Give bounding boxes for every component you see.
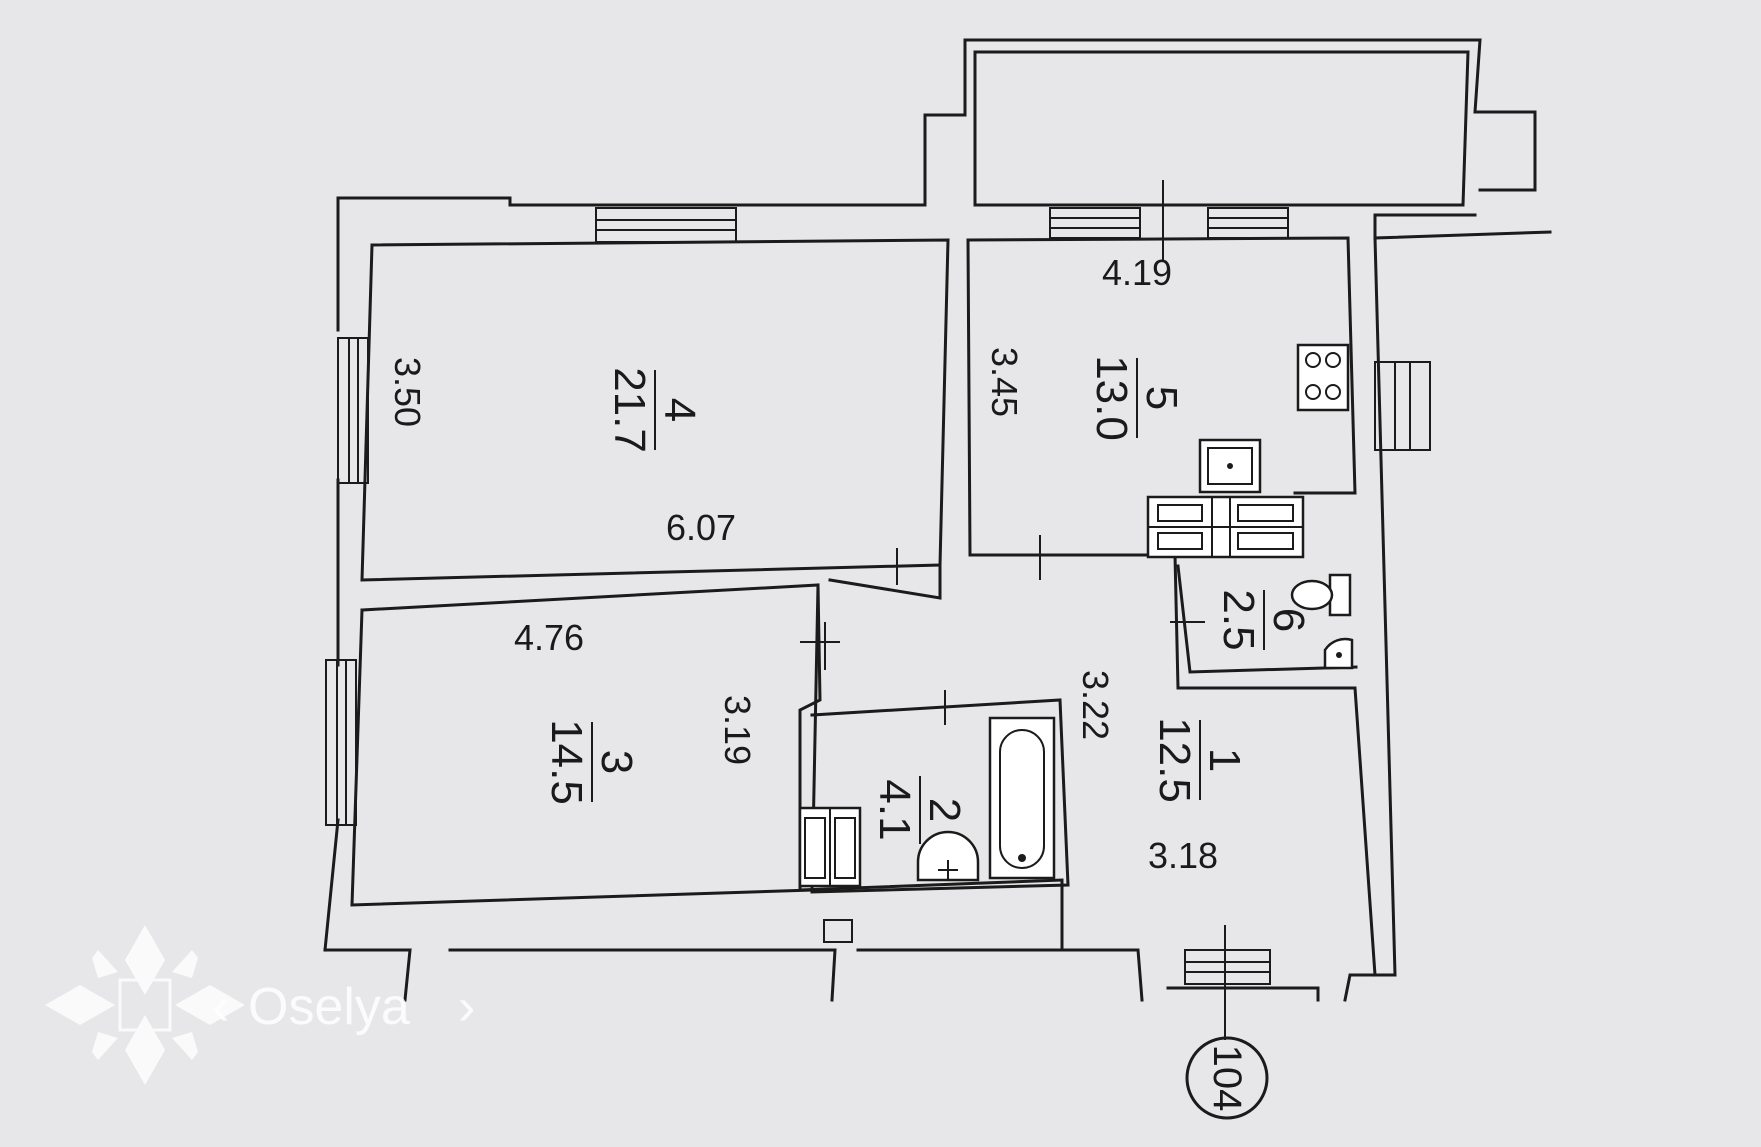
room3-width-dim: 4.76 xyxy=(514,617,584,658)
room4-depth-dim: 3.50 xyxy=(387,357,428,427)
kitchen-cabinets-icon xyxy=(1146,495,1305,559)
stove-icon xyxy=(1296,343,1350,412)
watermark-brand: Oselya xyxy=(248,978,410,1036)
exterior-walls xyxy=(323,196,1552,1002)
room-2-label: 2 4.1 xyxy=(870,776,969,844)
room-3-number: 3 xyxy=(592,750,641,774)
room5-width-dim: 4.19 xyxy=(1102,252,1172,293)
room4-width-dim: 6.07 xyxy=(666,507,736,548)
watermark: ‹ Oselya › xyxy=(45,925,475,1085)
room-6-label: 6 2.5 xyxy=(1214,589,1313,650)
room-6-number: 6 xyxy=(1264,608,1313,632)
room-5-area: 13.0 xyxy=(1087,355,1136,441)
room-1-label: 1 12.5 xyxy=(1150,717,1249,803)
apartment-number: 104 xyxy=(1205,1045,1249,1112)
door-marks xyxy=(800,180,1226,1000)
room-5-number: 5 xyxy=(1137,386,1186,410)
room-4-label: 4 21.7 xyxy=(605,367,704,453)
balcony xyxy=(923,38,1537,207)
room-3-area: 14.5 xyxy=(542,719,591,805)
apartment-number-marker: 104 xyxy=(1185,1000,1269,1120)
toilet-icon xyxy=(1290,573,1352,617)
bathtub-icon xyxy=(988,716,1056,880)
washbasin-icon xyxy=(916,830,980,882)
watermark-logo-icon xyxy=(45,925,245,1085)
room-4-area: 21.7 xyxy=(605,367,654,453)
room-1-number: 1 xyxy=(1200,748,1249,772)
wc-sink-icon xyxy=(1323,637,1354,670)
room3-depth-dim: 3.19 xyxy=(717,695,758,765)
room1-width-dim: 3.18 xyxy=(1148,835,1218,876)
watermark-text: ‹ xyxy=(212,978,229,1036)
room-4-number: 4 xyxy=(655,398,704,422)
room-2-area: 4.1 xyxy=(870,779,919,840)
room-2-number: 2 xyxy=(920,798,969,822)
hallway-cabinet-icon xyxy=(798,806,862,888)
room1-depth-dim: 3.22 xyxy=(1075,670,1116,740)
windows xyxy=(325,207,1431,985)
room-3-label: 3 14.5 xyxy=(542,719,641,805)
room-1-area: 12.5 xyxy=(1150,717,1199,803)
room-5-label: 5 13.0 xyxy=(1087,355,1186,441)
watermark-chevron: › xyxy=(458,978,475,1036)
room-6-area: 2.5 xyxy=(1214,589,1263,650)
room5-depth-dim: 3.45 xyxy=(984,347,1025,417)
kitchen-sink-icon xyxy=(1198,438,1262,494)
